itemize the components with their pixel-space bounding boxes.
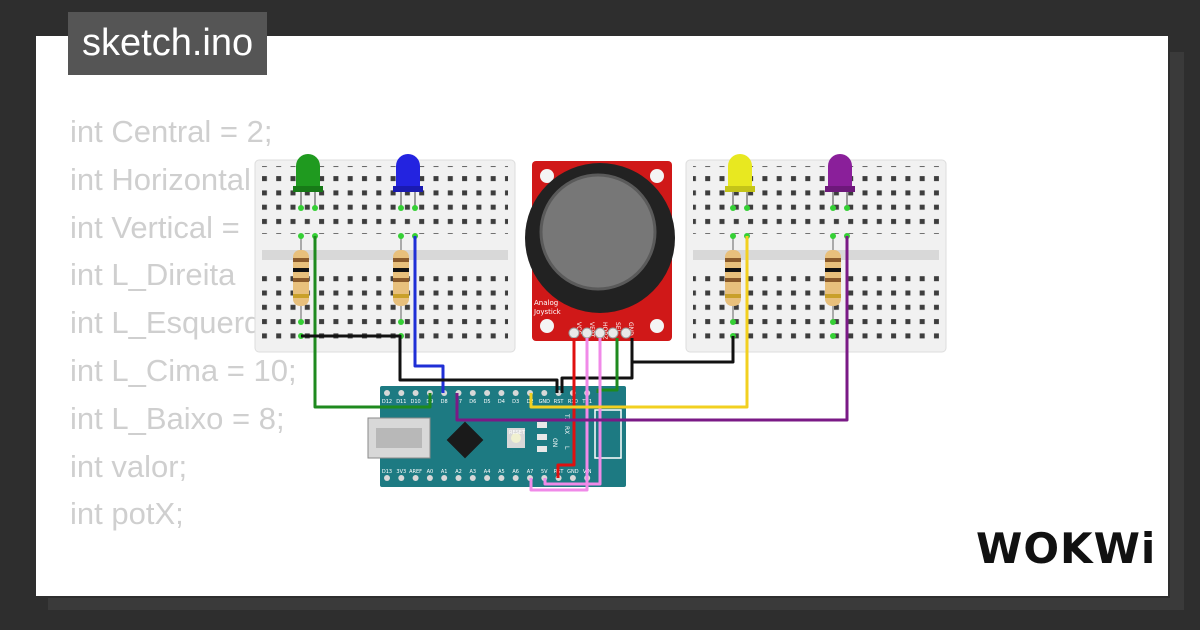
wokwi-logo: WOKWi xyxy=(976,524,1157,573)
joystick-label-1: Analog xyxy=(534,299,558,307)
top-pin-label: GND xyxy=(539,399,551,405)
bottom-pin-label: A7 xyxy=(527,469,534,475)
wire-green xyxy=(313,236,432,409)
joystick-pin-vcc: VCC xyxy=(575,322,582,334)
bottom-pin-label: AREF xyxy=(409,469,422,475)
code-line: int valor; xyxy=(70,448,188,484)
wire-yellow xyxy=(529,236,749,409)
top-pin-label: D3 xyxy=(512,399,519,405)
top-pin-label: D8 xyxy=(441,399,448,405)
wire-black-right xyxy=(630,336,735,364)
resistor-3[interactable] xyxy=(725,236,741,322)
wire-red xyxy=(556,338,576,478)
code-line: int L_Esquerda xyxy=(70,305,279,341)
wire-black-left xyxy=(301,334,559,393)
bottom-pin-label: A5 xyxy=(498,469,505,475)
bottom-pin-label: A2 xyxy=(455,469,462,475)
top-pin-label: D4 xyxy=(498,399,505,405)
bottom-pin[interactable] xyxy=(498,475,505,481)
resistor-2[interactable] xyxy=(393,236,409,322)
bottom-pin-label: A6 xyxy=(512,469,519,475)
code-line: void setup(){ xyxy=(70,586,297,596)
bottom-pin[interactable] xyxy=(412,475,419,481)
wires xyxy=(301,236,849,492)
wire-black-joy xyxy=(560,362,634,393)
joystick-pin-gnd: GND xyxy=(627,322,634,336)
top-pin[interactable] xyxy=(384,390,390,396)
bottom-pin-label: A4 xyxy=(484,469,491,475)
bottom-pin-label: A3 xyxy=(469,469,476,475)
wire-pink-vert xyxy=(529,338,589,492)
file-name-badge: sketch.ino xyxy=(68,12,268,75)
wire-green-sel xyxy=(596,338,619,393)
bottom-pin[interactable] xyxy=(484,475,491,481)
wire-purple xyxy=(455,236,849,422)
bottom-pin[interactable] xyxy=(469,475,476,481)
bottom-pin[interactable] xyxy=(512,475,519,481)
top-pin-label: D10 xyxy=(410,399,420,405)
top-pin[interactable] xyxy=(512,390,519,396)
top-pin-label: D6 xyxy=(469,399,476,405)
bottom-pin[interactable] xyxy=(398,475,405,481)
bottom-pin-label: A1 xyxy=(441,469,448,475)
code-line: int Central = 2; xyxy=(70,114,273,149)
code-line: int L_Direita xyxy=(70,257,236,293)
led-green[interactable] xyxy=(293,154,323,208)
top-pin[interactable] xyxy=(398,390,405,396)
top-pin[interactable] xyxy=(484,390,491,396)
resistor-1[interactable] xyxy=(293,236,309,322)
bottom-pin-label: D13 xyxy=(382,469,392,475)
resistor-4[interactable] xyxy=(825,236,841,322)
top-pin-label: D11 xyxy=(396,399,406,405)
joystick-pin-sel: SEL xyxy=(614,322,621,334)
top-pin[interactable] xyxy=(412,390,419,396)
code-line: int L_Baixo = 8; xyxy=(70,400,285,436)
code-line: int Vertical = xyxy=(70,209,249,245)
arduino-rx-label: RX xyxy=(563,426,570,434)
arduino-l-label: L xyxy=(563,446,570,450)
bottom-pin-label: A0 xyxy=(427,469,434,475)
bottom-pin[interactable] xyxy=(384,475,390,481)
code-line: int potX; xyxy=(70,496,184,532)
top-pin[interactable] xyxy=(541,390,548,396)
bottom-pin-label: 5V xyxy=(541,469,548,475)
code-line: int L_Cima = 10; xyxy=(70,352,297,388)
bottom-pin-label: GND xyxy=(567,469,579,475)
top-pin-label: D12 xyxy=(382,399,392,405)
bottom-pin[interactable] xyxy=(426,475,433,481)
bottom-pin[interactable] xyxy=(441,475,448,481)
code-preview: int Central = 2;int Horizontal = int Ver… xyxy=(70,108,297,596)
top-pin-label: RST xyxy=(554,399,565,405)
arduino-tx-label: TX xyxy=(563,413,570,422)
top-pin-label: D5 xyxy=(484,399,491,405)
bottom-pin[interactable] xyxy=(569,475,576,481)
bottom-pin[interactable] xyxy=(455,475,462,481)
wire-pink-horz xyxy=(543,338,602,486)
arduino-on-label: ON xyxy=(551,438,558,447)
joystick-label-2: Joystick xyxy=(533,308,562,316)
analog-joystick[interactable]: Analog Joystick VCC VERT HORZ SEL GND xyxy=(525,161,675,341)
arduino-reset-label: RESET xyxy=(509,430,526,436)
bottom-pin-label: 3V3 xyxy=(396,469,406,475)
joystick-pin-vert: VERT xyxy=(588,322,595,338)
top-pin[interactable] xyxy=(498,390,505,396)
top-pin[interactable] xyxy=(469,390,476,396)
